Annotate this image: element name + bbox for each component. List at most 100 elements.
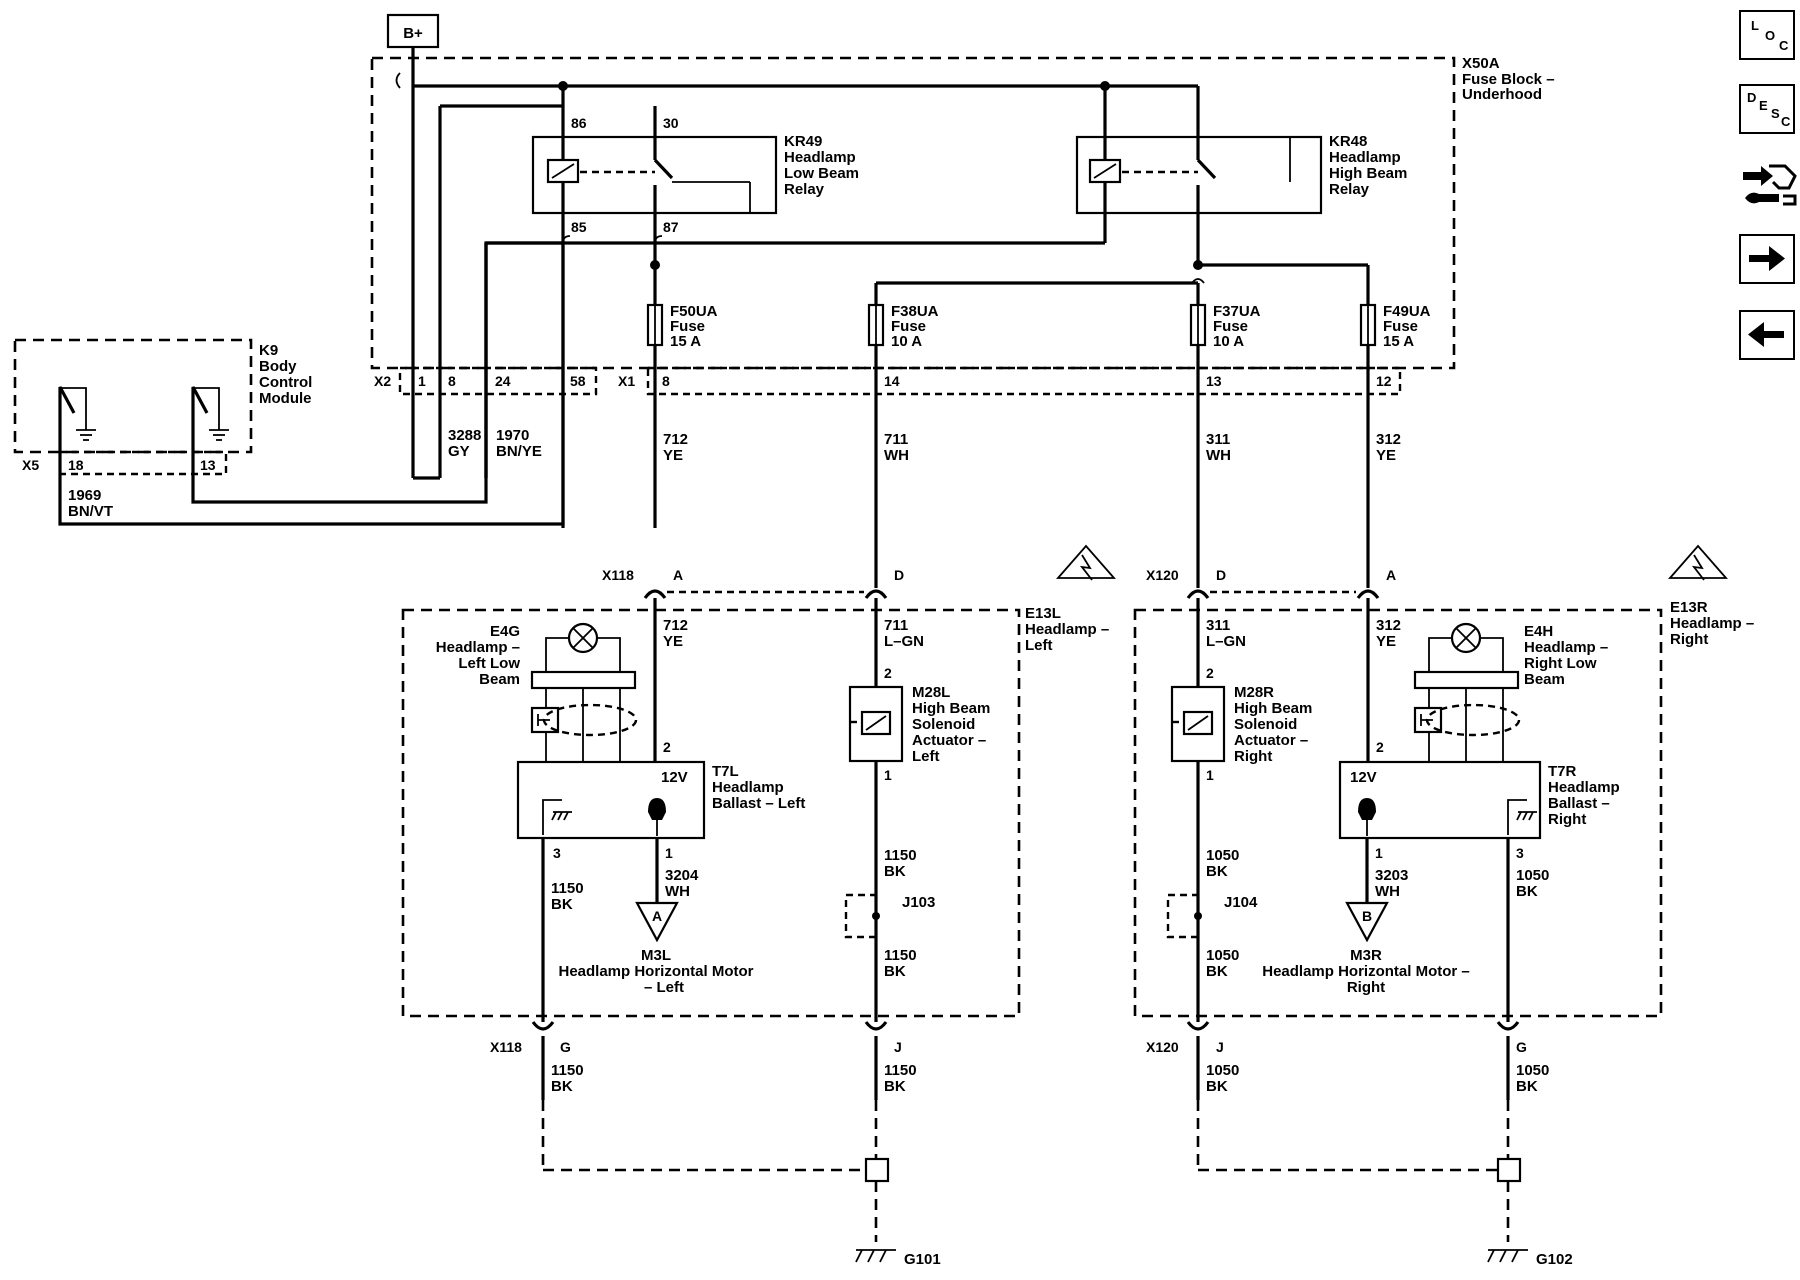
forward-button[interactable] xyxy=(1739,234,1795,284)
svg-text:GY: GY xyxy=(448,443,470,460)
svg-text:D: D xyxy=(894,567,904,583)
svg-text:Beam: Beam xyxy=(1524,671,1565,688)
svg-text:A: A xyxy=(673,567,683,583)
svg-text:1: 1 xyxy=(418,373,426,389)
svg-text:Right Low: Right Low xyxy=(1524,655,1597,672)
svg-text:58: 58 xyxy=(570,373,586,389)
svg-text:High Beam: High Beam xyxy=(1234,700,1312,717)
svg-text:Headlamp –: Headlamp – xyxy=(1524,639,1608,656)
svg-text:B: B xyxy=(1362,908,1372,924)
svg-text:1150: 1150 xyxy=(551,880,584,897)
svg-text:2: 2 xyxy=(663,739,671,755)
fuse-f38ua: F38UA Fuse 10 A xyxy=(867,303,939,588)
svg-text:1050: 1050 xyxy=(1516,867,1549,884)
svg-text:E4H: E4H xyxy=(1524,623,1553,640)
svg-text:BK: BK xyxy=(1516,1078,1538,1095)
svg-text:Headlamp Horizontal Motor –: Headlamp Horizontal Motor – xyxy=(1262,963,1470,980)
description-button[interactable]: D E S C xyxy=(1739,84,1795,134)
svg-text:KR49: KR49 xyxy=(784,133,822,150)
loc-letter-l: L xyxy=(1751,18,1759,33)
svg-text:YE: YE xyxy=(663,447,683,464)
ground-g102: G102 xyxy=(1196,1036,1573,1268)
svg-text:High Beam: High Beam xyxy=(912,700,990,717)
svg-text:712: 712 xyxy=(663,617,688,634)
svg-text:F50UA: F50UA xyxy=(670,303,718,320)
battery-supply: B+ xyxy=(386,13,442,480)
svg-text:BK: BK xyxy=(1206,963,1228,980)
connector-x1: X1 8 14 13 12 xyxy=(618,366,1402,396)
svg-text:A: A xyxy=(652,908,662,924)
svg-text:F49UA: F49UA xyxy=(1383,303,1431,320)
svg-text:Left: Left xyxy=(912,748,940,765)
svg-text:E13R: E13R xyxy=(1670,599,1708,616)
svg-text:BK: BK xyxy=(1206,863,1228,880)
svg-text:15 A: 15 A xyxy=(670,333,701,350)
back-arrow-icon xyxy=(1748,322,1784,347)
svg-text:T7R: T7R xyxy=(1548,763,1577,780)
svg-text:Headlamp: Headlamp xyxy=(784,149,856,166)
svg-text:BN/YE: BN/YE xyxy=(496,443,542,460)
svg-text:X2: X2 xyxy=(374,373,391,389)
svg-text:BK: BK xyxy=(884,1078,906,1095)
svg-text:Headlamp Horizontal Motor: Headlamp Horizontal Motor xyxy=(558,963,753,980)
svg-text:1: 1 xyxy=(884,767,892,783)
svg-text:85: 85 xyxy=(571,219,587,235)
headlamp-assembly-left: E13L Headlamp – Left E4G Headlamp – Left… xyxy=(401,544,1116,1018)
svg-text:Right: Right xyxy=(1347,979,1385,996)
svg-text:Fuse: Fuse xyxy=(891,318,926,335)
svg-text:Right: Right xyxy=(1234,748,1272,765)
connector-info-button[interactable] xyxy=(1739,158,1797,214)
ground-g101: G101 xyxy=(541,1036,941,1268)
svg-text:Right: Right xyxy=(1548,811,1586,828)
svg-text:M3L: M3L xyxy=(641,947,671,964)
svg-text:KR48: KR48 xyxy=(1329,133,1367,150)
svg-text:YE: YE xyxy=(1376,447,1396,464)
svg-text:J103: J103 xyxy=(902,894,935,911)
svg-text:E13L: E13L xyxy=(1025,605,1061,622)
svg-text:311: 311 xyxy=(1206,617,1230,634)
location-button[interactable]: L O C xyxy=(1739,10,1795,60)
svg-text:F37UA: F37UA xyxy=(1213,303,1261,320)
svg-text:X5: X5 xyxy=(22,457,39,473)
svg-text:Relay: Relay xyxy=(784,181,825,198)
svg-text:1150: 1150 xyxy=(884,947,917,964)
svg-text:J104: J104 xyxy=(1224,894,1258,911)
svg-text:14: 14 xyxy=(884,373,900,389)
svg-text:L–GN: L–GN xyxy=(1206,633,1246,650)
fuse-f37ua: F37UA Fuse 10 A xyxy=(1189,303,1261,588)
svg-text:WH: WH xyxy=(665,883,690,900)
svg-text:10 A: 10 A xyxy=(1213,333,1244,350)
svg-text:3204: 3204 xyxy=(665,867,699,884)
svg-text:712: 712 xyxy=(663,431,688,448)
svg-text:87: 87 xyxy=(663,219,679,235)
connector-x2: X2 1 8 24 58 xyxy=(374,366,598,396)
svg-text:Headlamp –: Headlamp – xyxy=(436,639,520,656)
svg-text:13: 13 xyxy=(200,457,216,473)
back-button[interactable] xyxy=(1739,310,1795,360)
svg-text:312: 312 xyxy=(1376,617,1401,634)
svg-text:K9: K9 xyxy=(259,342,278,359)
svg-text:1969: 1969 xyxy=(68,487,101,504)
svg-text:2: 2 xyxy=(1376,739,1384,755)
svg-text:X118: X118 xyxy=(602,567,634,583)
svg-text:18: 18 xyxy=(68,457,84,473)
svg-text:1: 1 xyxy=(1375,845,1383,861)
svg-text:WH: WH xyxy=(1375,883,1400,900)
svg-text:Headlamp: Headlamp xyxy=(1548,779,1620,796)
fuse-f50ua: F50UA Fuse 15 A xyxy=(646,303,718,528)
svg-text:Headlamp –: Headlamp – xyxy=(1670,615,1754,632)
svg-text:Underhood: Underhood xyxy=(1462,86,1542,103)
svg-text:311: 311 xyxy=(1206,431,1230,448)
svg-text:Relay: Relay xyxy=(1329,181,1370,198)
svg-text:3: 3 xyxy=(553,845,561,861)
svg-text:M28L: M28L xyxy=(912,684,950,701)
svg-text:8: 8 xyxy=(448,373,456,389)
connector-info-icon xyxy=(1743,164,1797,206)
svg-text:3203: 3203 xyxy=(1375,867,1408,884)
svg-text:M28R: M28R xyxy=(1234,684,1274,701)
svg-text:30: 30 xyxy=(663,115,679,131)
svg-text:10 A: 10 A xyxy=(891,333,922,350)
svg-text:15 A: 15 A xyxy=(1383,333,1414,350)
svg-text:BK: BK xyxy=(884,863,906,880)
